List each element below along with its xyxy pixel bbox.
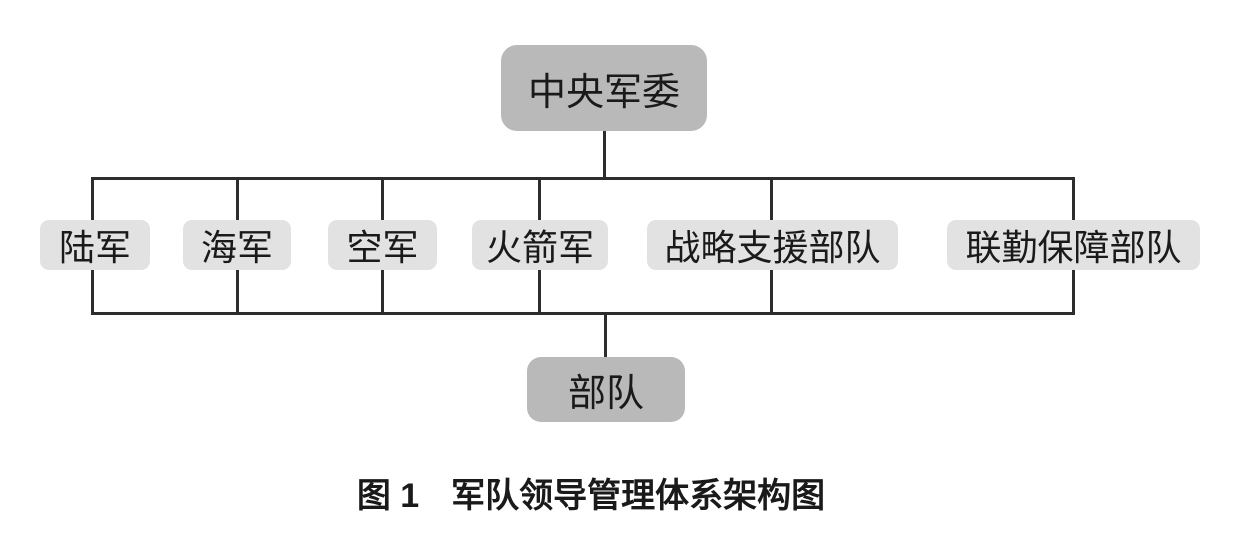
node-navy: 海军 (183, 220, 291, 270)
figure-caption: 图 1 军队领导管理体系架构图 (0, 468, 1182, 517)
node-air-force: 空军 (328, 220, 437, 270)
figure-caption-label: 图 1 (356, 477, 420, 515)
figure-caption-title: 军队领导管理体系架构图 (451, 477, 826, 515)
node-strategic-support-force: 战略支援部队 (647, 220, 898, 270)
connector-root-stem (603, 131, 606, 178)
connector-troops-stem (604, 314, 607, 358)
node-army: 陆军 (40, 220, 150, 270)
connector-top-bus-line (91, 177, 1075, 180)
node-troops: 部队 (527, 357, 685, 422)
node-central-military-commission: 中央军委 (501, 45, 707, 131)
node-joint-logistics-support-force: 联勤保障部队 (947, 220, 1200, 270)
node-rocket-force: 火箭军 (472, 220, 608, 270)
connector-bottom-bus-line (91, 312, 1075, 315)
